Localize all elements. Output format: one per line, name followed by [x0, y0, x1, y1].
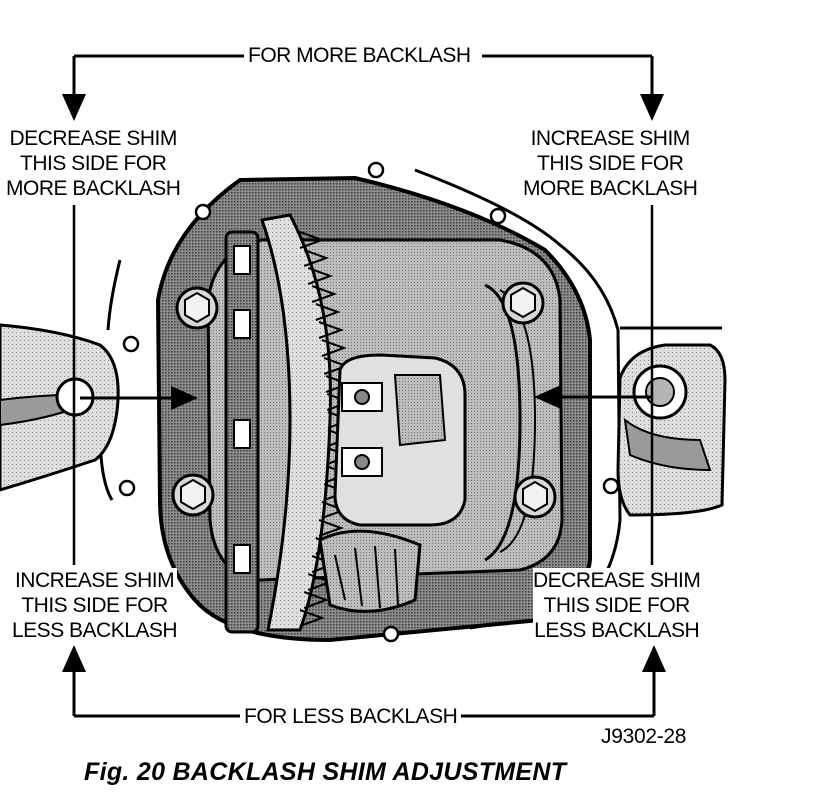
bolt-upper-left	[175, 286, 219, 330]
label-top-left-line-1: DECREASE SHIM	[9, 127, 178, 150]
label-top-left-line-3: MORE BACKLASH	[6, 177, 181, 200]
label-top-right-line-1: INCREASE SHIM	[530, 127, 691, 150]
cover-bolts	[171, 281, 557, 519]
label-top-left: DECREASE SHIM THIS SIDE FOR MORE BACKLAS…	[6, 126, 181, 201]
label-bottom-left-line-2: THIS SIDE FOR	[21, 594, 168, 617]
figure-code: J9302-28	[601, 725, 687, 748]
top-bracket	[62, 54, 664, 121]
pinion-gear	[318, 529, 422, 613]
figure-caption: Fig. 20 BACKLASH SHIM ADJUSTMENT	[84, 758, 567, 786]
label-top-left-line-2: THIS SIDE FOR	[20, 152, 167, 175]
label-bottom-left-line-1: INCREASE SHIM	[14, 569, 175, 592]
leader-lines	[72, 205, 654, 565]
label-bottom-right-line-3: LESS BACKLASH	[534, 619, 700, 642]
right-axle-flange	[616, 343, 727, 517]
bolt-lower-left	[171, 473, 215, 517]
bolt-upper-right	[501, 281, 545, 325]
label-more-backlash: FOR MORE BACKLASH	[244, 43, 475, 68]
label-top-right: INCREASE SHIM THIS SIDE FOR MORE BACKLAS…	[523, 126, 698, 201]
label-bottom-left-line-3: LESS BACKLASH	[12, 619, 178, 642]
label-top-right-line-2: THIS SIDE FOR	[537, 152, 684, 175]
differential-case	[333, 353, 467, 527]
shim-direction-arrows	[80, 385, 652, 410]
label-bottom-left: INCREASE SHIM THIS SIDE FOR LESS BACKLAS…	[12, 568, 178, 643]
left-bearing-cap	[224, 230, 260, 634]
label-bottom-right: DECREASE SHIM THIS SIDE FOR LESS BACKLAS…	[533, 568, 701, 643]
label-less-backlash: FOR LESS BACKLASH	[240, 704, 462, 729]
bottom-bracket	[62, 645, 666, 718]
bolt-holes	[118, 161, 620, 643]
label-bottom-right-line-1: DECREASE SHIM	[533, 569, 701, 592]
label-bottom-right-line-2: THIS SIDE FOR	[543, 594, 691, 617]
bolt-lower-right	[513, 475, 557, 519]
label-top-right-line-3: MORE BACKLASH	[523, 177, 698, 200]
